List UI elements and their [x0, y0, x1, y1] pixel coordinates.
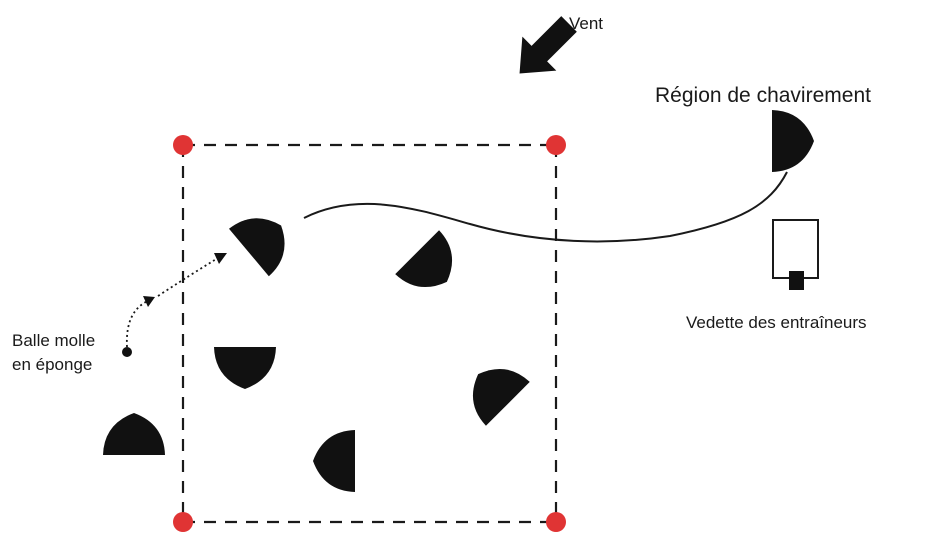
capsize-path: [303, 171, 788, 243]
ball-trajectory-segment-1: [126, 299, 151, 348]
sponge-ball-label-line2: en éponge: [12, 355, 92, 374]
buoy-top-left: [173, 135, 193, 155]
dinghy-icon: [395, 230, 453, 288]
ball-trajectory: [126, 253, 227, 348]
buoy-bottom-left: [173, 512, 193, 532]
corner-markers: [173, 135, 566, 532]
dinghy-icon: [472, 368, 530, 426]
wind-label: Vent: [569, 14, 603, 33]
sponge-ball: [122, 347, 132, 357]
ball-trajectory-segment-2: [157, 257, 219, 297]
dinghy-icon: [313, 430, 355, 492]
ball-trajectory-arrowhead-2: [214, 253, 227, 264]
dinghy-icon: [103, 413, 165, 455]
buoy-top-right: [546, 135, 566, 155]
dinghy-icon: [214, 347, 276, 389]
coach-boat-hull: [772, 219, 819, 279]
buoy-bottom-right: [546, 512, 566, 532]
training-zone: [181, 143, 558, 524]
ball-trajectory-arrowhead-1: [143, 296, 155, 307]
capsize-region-label: Région de chavirement: [655, 84, 871, 107]
coach-boat: [772, 219, 819, 290]
coach-boat-label: Vedette des entraîneurs: [686, 313, 867, 332]
arrow-down-left-icon: [519, 16, 577, 74]
dinghy-icon: [228, 218, 285, 277]
dinghy-icon: [772, 110, 814, 172]
sponge-ball-label-line1: Balle molle: [12, 331, 95, 350]
coach-boat-motor: [789, 271, 804, 290]
